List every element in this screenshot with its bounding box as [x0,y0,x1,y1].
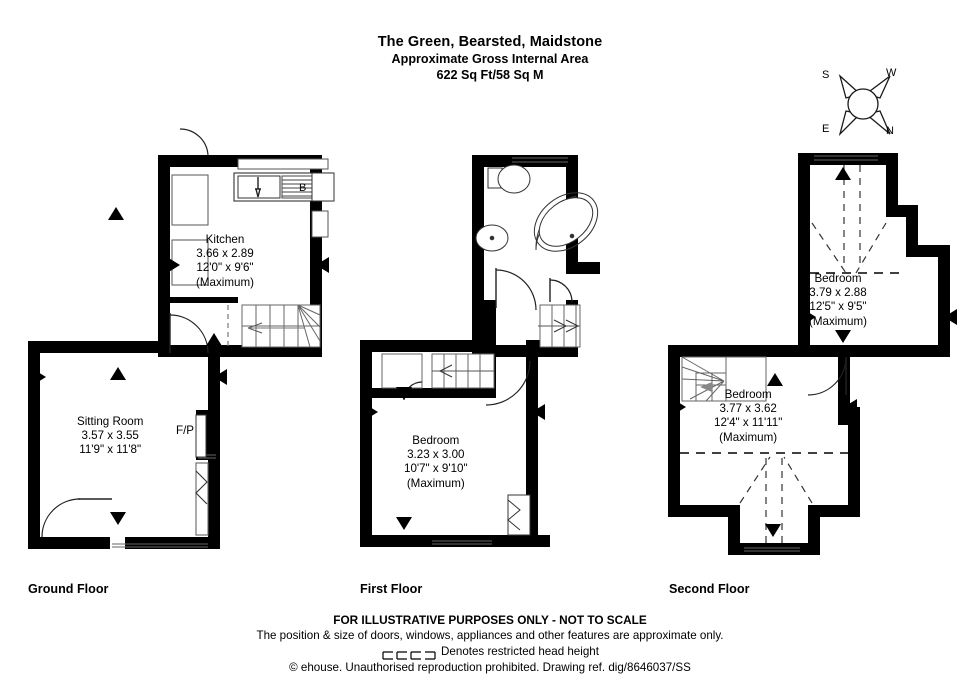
eaves-slope-lines [739,165,887,543]
floor-caption-ground: Ground Floor [28,582,109,596]
area-value: 622 Sq Ft/58 Sq M [436,68,544,82]
bathtub-icon [533,192,599,252]
compass-label-n: N [886,125,894,137]
door-leaves [78,313,171,500]
plan-header: The Green, Bearsted, Maidstone Approxima… [0,34,980,83]
view-arrows [33,207,329,525]
staircase [241,304,321,348]
toilet-icon [497,164,531,194]
windows [432,157,568,545]
restricted-head-height-lines [680,272,906,454]
boiler-unit [311,172,335,202]
room-label-kitchen: Kitchen 3.66 x 2.89 12'0" x 9'6" (Maximu… [196,233,254,289]
staircase-up [538,304,581,348]
door-swings [41,128,209,538]
footer-approximation-note: The position & size of doors, windows, a… [256,629,724,642]
floor-caption-first: First Floor [360,582,423,596]
restricted-head-height-key-icon [381,649,437,660]
first-floor-plan [360,150,600,560]
room-label-sitting-room: Sitting Room 3.57 x 3.55 11'9" x 11'8" [77,415,144,457]
plan-footer: FOR ILLUSTRATIVE PURPOSES ONLY - NOT TO … [0,612,980,676]
floor-caption-second: Second Floor [669,582,750,596]
ground-floor-walls [28,155,322,549]
room-label-bedroom-second-lower: Bedroom 3.77 x 3.62 12'4" x 11'11" (Maxi… [714,388,783,444]
fireplace-label: F/P [176,424,195,437]
fireplace-recess [195,414,207,458]
view-arrows [673,167,957,537]
second-floor-walls [668,153,950,555]
bathroom-fixtures [475,164,599,252]
sink-icon [237,175,281,199]
ground-floor-plan [20,128,340,560]
second-floor-plan [660,145,957,560]
footer-legend: Denotes restricted head height [0,644,980,660]
page-title: The Green, Bearsted, Maidstone [377,34,603,50]
footer-legend-text: Denotes restricted head height [441,645,599,658]
compass-label-s: S [822,69,830,81]
compass-label-w: W [886,67,897,79]
windows [112,454,216,548]
room-label-bedroom-first: Bedroom 3.23 x 3.00 10'7" x 9'10" (Maxim… [404,434,468,490]
staircase [681,356,767,402]
windows [744,155,878,552]
room-label-bedroom-second-upper: Bedroom 3.79 x 2.88 12'5" x 9'5" (Maximu… [809,272,867,328]
staircase-down [381,353,495,389]
compass-label-e: E [822,123,830,135]
area-subtitle: Approximate Gross Internal Area [391,52,589,66]
footer-disclaimer: FOR ILLUSTRATIVE PURPOSES ONLY - NOT TO … [333,613,647,627]
footer-copyright: © ehouse. Unauthorised reproduction proh… [289,661,691,674]
view-arrows [365,387,545,530]
boiler-label: B [299,182,307,194]
compass-rose: S W E N [820,64,904,146]
